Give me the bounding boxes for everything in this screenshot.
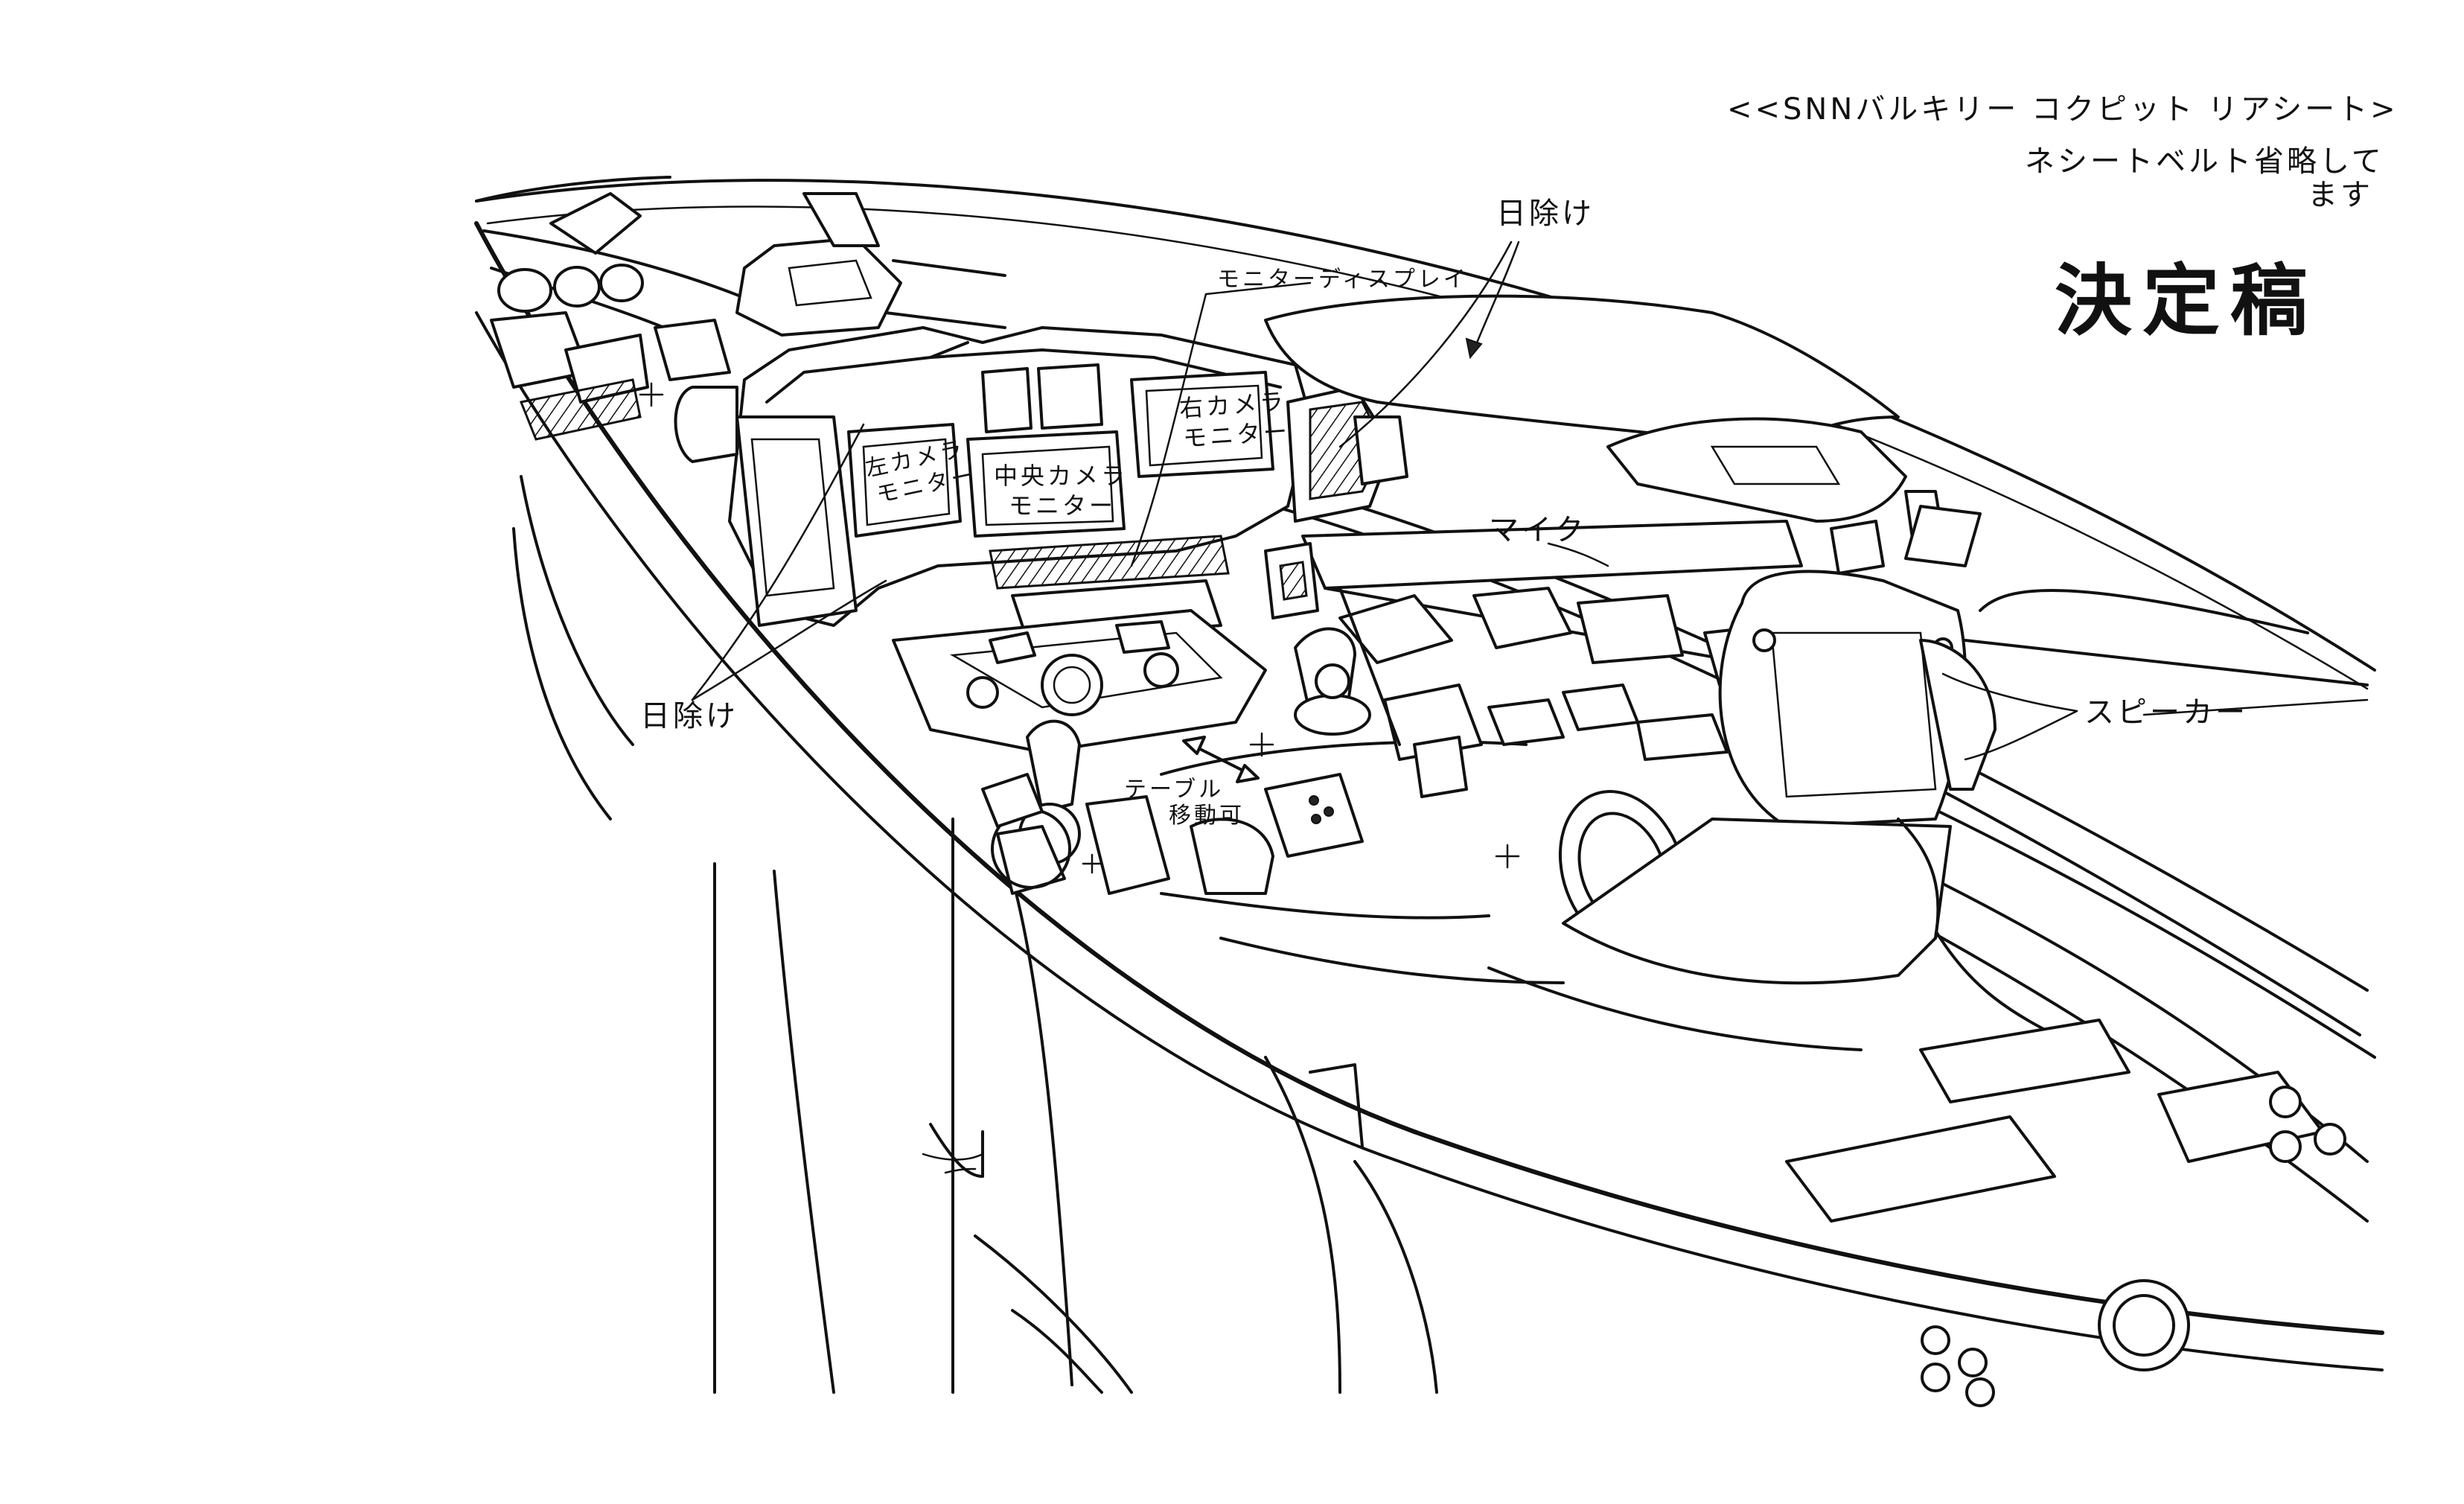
registration-marks [639,382,1520,874]
right-side-console [1264,520,1803,798]
fuselage-outline [474,221,2384,1394]
left-control-stick [981,719,1081,895]
sunshade-top-label: 日除け [1496,197,1595,231]
sheet-header-line-3: ます [2308,178,2373,212]
center-camera-label-line1: 中央カメラ [994,462,1128,490]
monitor-display-label: モニターディスプレイ [1217,267,1469,293]
table-label-line1: テーブル [1124,777,1224,803]
right-control-stick [1294,627,1371,736]
sunshade-panel [1264,294,1900,448]
sunshade-left-label: 日除け [640,699,738,733]
table-label-line2: 移動可 [1169,803,1245,829]
left-camera-monitor [847,423,962,538]
sheet-header-line-1: <<SNNバルキリー コクピット リアシート> [1727,92,2398,127]
final-draft-stamp: 決定稿 [2055,255,2318,346]
instrument-table [892,609,1267,753]
right-console [1160,453,2376,1407]
sheet-header-line-2: ネシートベルト省略して [2025,144,2384,179]
leader-lines [691,240,2369,783]
center-camera-monitor [966,363,1126,538]
rear-seat [1487,417,2369,1051]
center-camera-label-line2: モニター [1009,491,1116,520]
speaker-label: スピーカー [2084,695,2248,730]
canopy-outline [475,176,2376,690]
microphone-label: マイク [1489,513,1586,547]
front-instrument-panel [482,192,1006,538]
